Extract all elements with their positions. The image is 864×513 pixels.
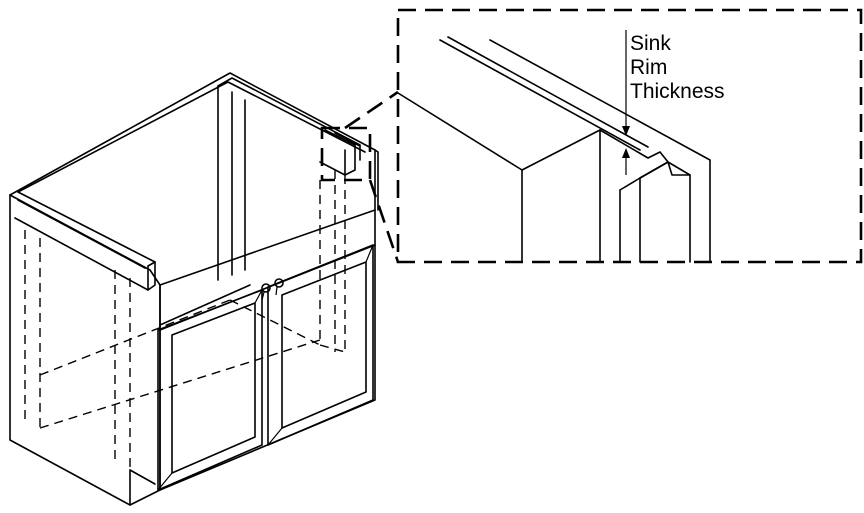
detail-leader-top [344, 90, 399, 130]
arrow-up-icon [622, 148, 630, 158]
face-frame-rail [159, 284, 251, 326]
callout-label: Sink Rim Thickness [630, 32, 725, 104]
callout-line-rim: Rim [630, 56, 668, 79]
arrow-down-icon [622, 126, 630, 136]
left-door [157, 289, 263, 491]
callout-line-thickness: Thickness [630, 80, 725, 103]
detail-enlargement-box [396, 8, 863, 264]
door-knobs [261, 278, 284, 301]
face-frame-top [159, 244, 376, 331]
rim-thickness-dimension [622, 30, 630, 175]
detail-leader-bottom [368, 179, 400, 263]
hidden-members [24, 170, 346, 468]
detail-drawing [397, 36, 711, 263]
detail-marker-box [320, 126, 372, 182]
callout-line-sink: Sink [630, 32, 671, 55]
